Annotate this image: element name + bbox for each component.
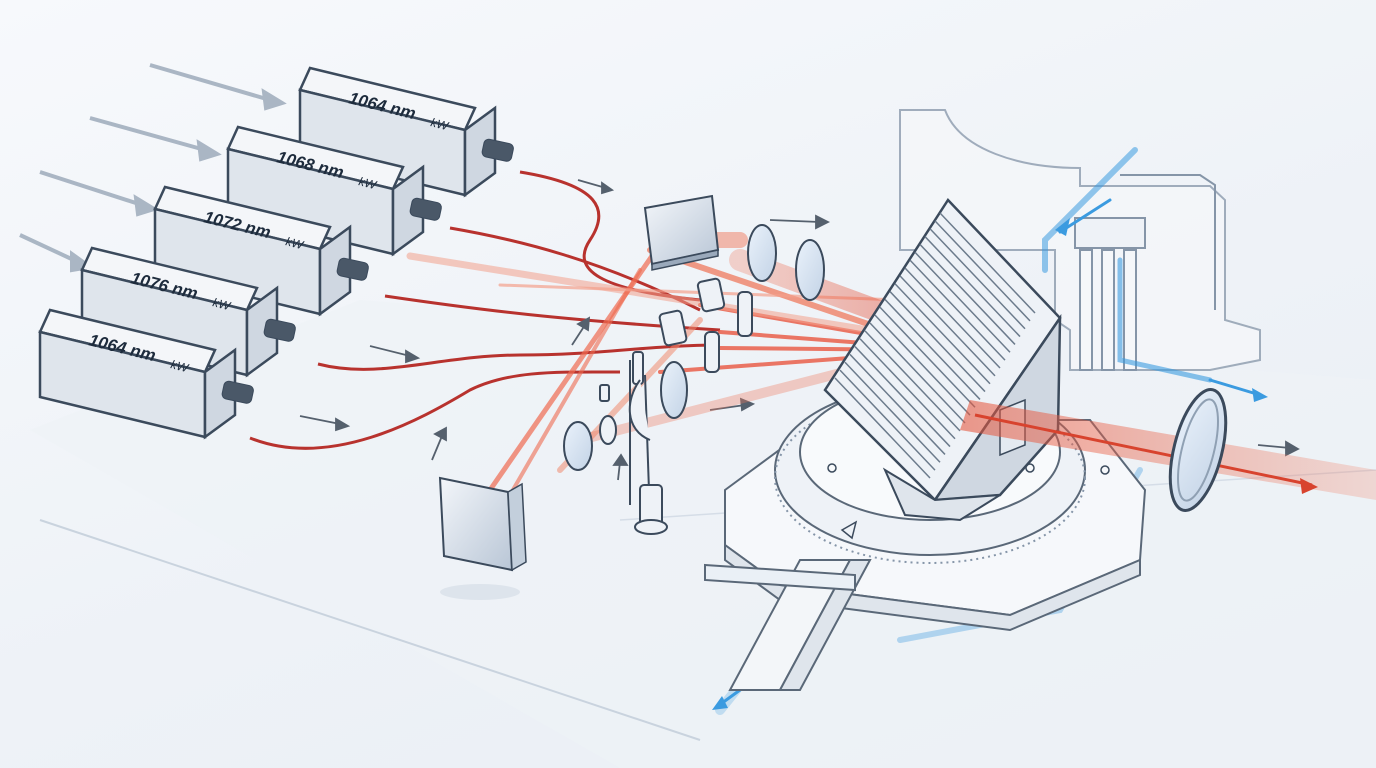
- fiber-connector: [481, 138, 514, 162]
- grating-ridge: [899, 275, 996, 377]
- grating-ridge: [884, 298, 981, 400]
- module-unit-label: kW: [429, 115, 451, 133]
- optic-mounts: [599, 277, 753, 535]
- grating-ridge: [879, 306, 976, 408]
- linear-rail: [704, 559, 872, 691]
- fiber-connector: [221, 380, 254, 404]
- collimating-lenses: [563, 224, 825, 471]
- grating-ridge: [849, 353, 946, 455]
- grating-ridge: [929, 228, 1026, 330]
- grating-ridge: [869, 322, 966, 424]
- grating-ridge: [914, 251, 1011, 353]
- grating-ridge: [924, 236, 1021, 338]
- grating-ridge: [889, 291, 986, 393]
- cooling-frame: [899, 109, 1261, 371]
- grating-ridge: [839, 369, 936, 471]
- grating-ridge: [834, 377, 931, 479]
- fiber-connector: [263, 318, 296, 342]
- module-unit-label: kW: [357, 174, 379, 192]
- grating-ridge: [919, 243, 1016, 345]
- output-beam: [960, 400, 1376, 500]
- grating-ridge: [859, 338, 956, 440]
- fold-mirror-bottom: [438, 476, 527, 600]
- grating-ridge: [909, 259, 1006, 361]
- fold-mirror-top: [643, 194, 720, 271]
- fiber-connector: [409, 197, 442, 221]
- module-unit-label: kW: [211, 295, 233, 313]
- grating-ridge: [904, 267, 1001, 369]
- grating-ridge: [854, 346, 951, 448]
- grating-ridge: [844, 361, 941, 463]
- grating-ridge: [874, 314, 971, 416]
- grating-ridge: [934, 220, 1031, 322]
- module-unit-label: kW: [169, 357, 191, 375]
- module-unit-label: kW: [284, 234, 306, 252]
- flow-arrows: [299, 179, 1300, 481]
- grating-ridge: [939, 212, 1036, 314]
- grating-ridge: [894, 283, 991, 385]
- fiber-connector: [336, 257, 369, 281]
- output-window: [1168, 388, 1228, 512]
- grating-ridge: [864, 330, 961, 432]
